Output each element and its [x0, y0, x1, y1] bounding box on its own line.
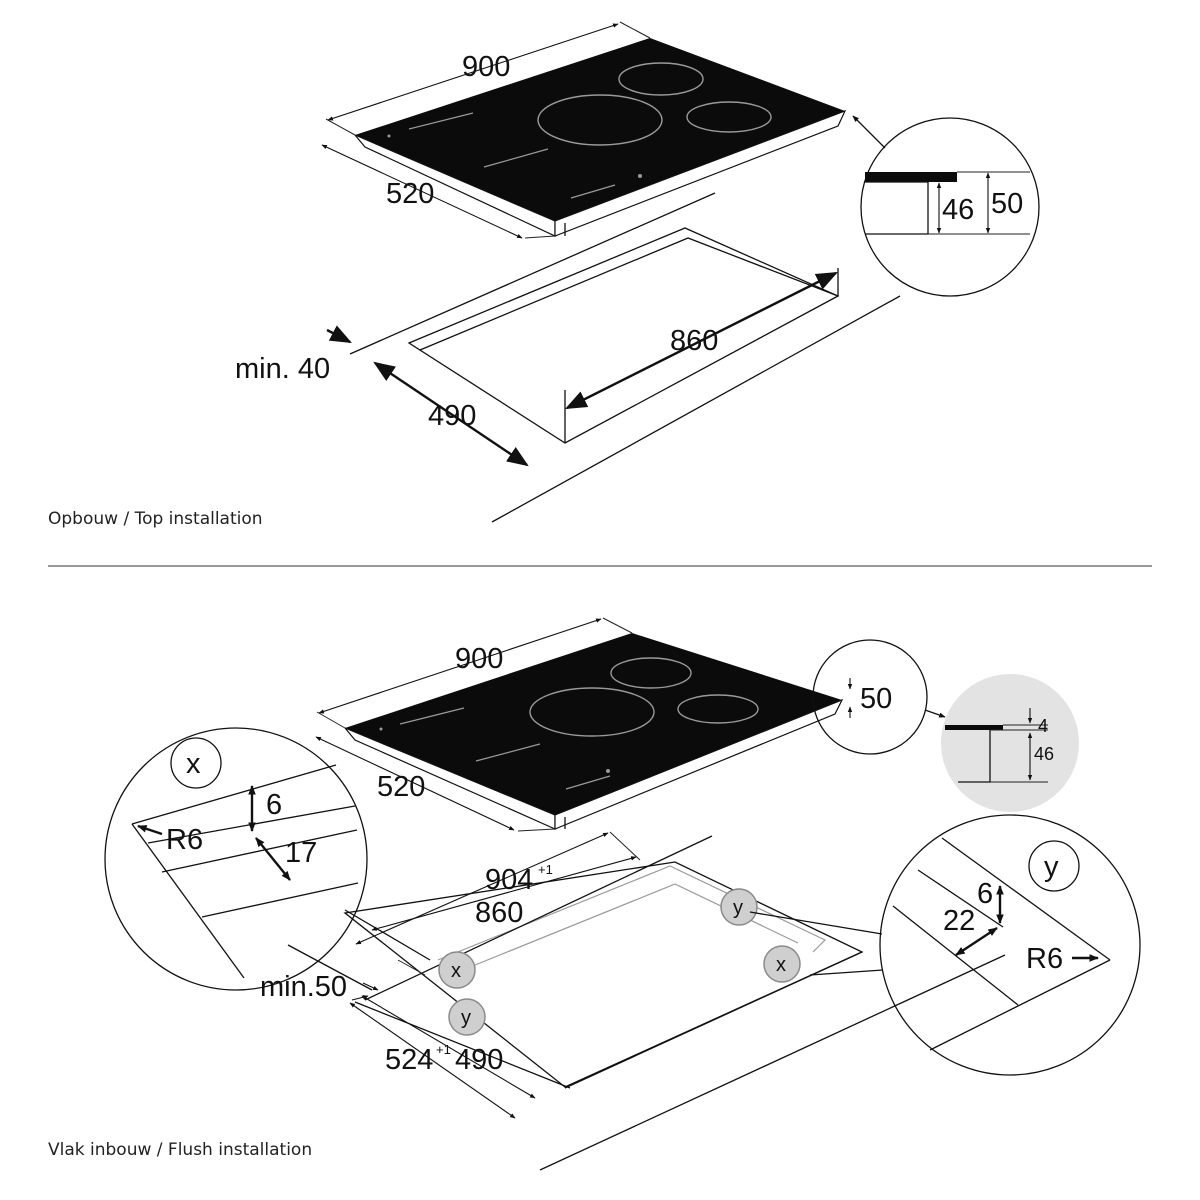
- flush-rebate-depth-tolerance: +1: [436, 1042, 451, 1057]
- flush-glass-body-detail: 4 46: [941, 674, 1079, 812]
- svg-text:x: x: [776, 954, 786, 976]
- flush-installation-figure: 900 520 50 4 46: [104, 617, 1141, 1171]
- top-edge-detail: 46 50: [852, 115, 1040, 297]
- top-installation-figure: 900 520 860 490 min. 40: [235, 21, 1040, 523]
- flush-edge-height-callout: 50: [812, 639, 946, 755]
- top-hob-side-edge: [554, 109, 847, 237]
- top-cutout-depth: 490: [428, 400, 476, 432]
- top-cutout-width: 860: [670, 325, 718, 357]
- top-detail-inner-height: 46: [942, 194, 974, 226]
- flush-detail-glass: 4: [1038, 716, 1048, 736]
- detail-x-label: x: [186, 748, 201, 780]
- top-detail-total-height: 50: [991, 188, 1023, 220]
- corner-marker-y-right: y: [720, 888, 758, 926]
- flush-installation-caption: Vlak inbouw / Flush installation: [48, 1140, 313, 1160]
- flush-detail-body: 46: [1034, 744, 1054, 764]
- flush-rebate-depth: 524: [385, 1044, 433, 1076]
- flush-zone-right: [677, 694, 759, 724]
- flush-rebate-width-tolerance: +1: [538, 862, 553, 877]
- corner-marker-x-left: x: [438, 951, 476, 989]
- top-hob-width: 900: [462, 51, 510, 83]
- detail-x-radius: R6: [166, 824, 203, 856]
- detail-x-bubble: x 6 17 R6: [104, 727, 431, 991]
- detail-y-step: 6: [977, 878, 993, 910]
- flush-edge-height: 50: [860, 683, 892, 715]
- detail-x-ledge: 17: [285, 837, 317, 869]
- flush-zone-rear: [610, 657, 692, 689]
- flush-cutout-depth: 490: [455, 1044, 503, 1076]
- flush-hob-width: 900: [455, 643, 503, 675]
- detail-glass-plate: [865, 172, 957, 182]
- top-installation-caption: Opbouw / Top installation: [48, 509, 263, 529]
- svg-text:y: y: [733, 897, 743, 919]
- corner-marker-x-right: x: [763, 945, 801, 983]
- detail-x-step: 6: [266, 789, 282, 821]
- corner-marker-y-left: y: [448, 998, 486, 1036]
- svg-text:y: y: [461, 1007, 471, 1029]
- detail-y-radius: R6: [1026, 943, 1063, 975]
- cooking-zone-right: [686, 101, 772, 133]
- flush-rebate-width: 904: [485, 864, 533, 896]
- detail-y-bubble: y 6 22 R6: [749, 814, 1141, 1076]
- flush-min-distance: min.50: [260, 971, 347, 1003]
- flush-cutout-width: 860: [475, 897, 523, 929]
- top-min-distance: min. 40: [235, 353, 330, 385]
- detail-y-label: y: [1044, 851, 1059, 883]
- flush-hob-depth: 520: [377, 771, 425, 803]
- top-hob-depth: 520: [386, 178, 434, 210]
- svg-text:x: x: [451, 960, 461, 982]
- detail-y-ledge: 22: [943, 905, 975, 937]
- flush-hob-side-edge: [554, 698, 844, 830]
- cooking-zone-rear: [618, 62, 704, 96]
- flush-cutout: [343, 835, 1006, 1171]
